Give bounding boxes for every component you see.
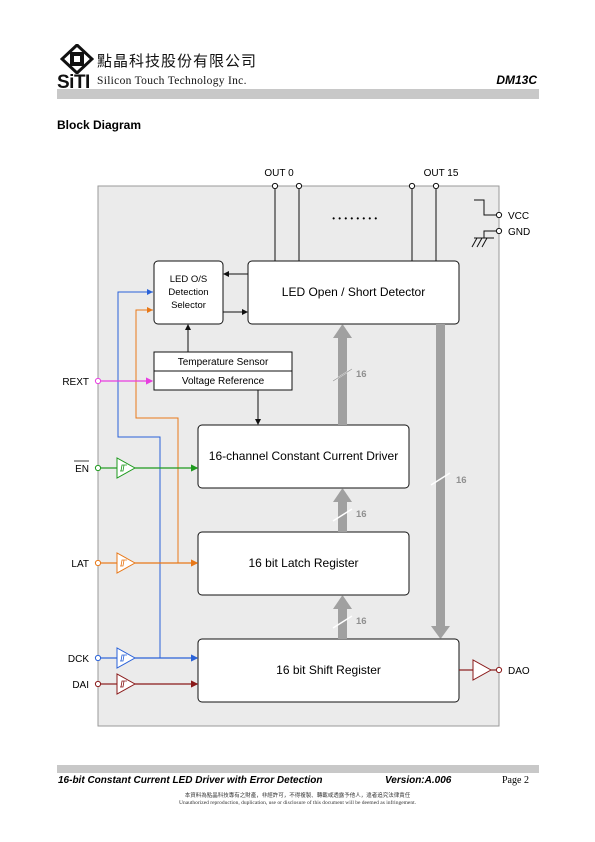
section-title: Block Diagram — [57, 118, 142, 132]
pin-out15-a — [408, 182, 416, 190]
footer-notice-en: Unauthorized reproduction, duplication, … — [178, 800, 417, 806]
pin-dck — [94, 654, 102, 662]
pin-out0-label: OUT 0 — [264, 168, 294, 179]
los-selector-line3: Selector — [171, 300, 206, 311]
pin-rext — [94, 377, 102, 385]
schmitt-trigger-icon — [120, 464, 127, 472]
pin-out0-a — [271, 182, 279, 190]
dao-buffer-icon — [472, 659, 493, 681]
latch-driver-bus — [338, 500, 347, 532]
pin-out15-label: OUT 15 — [424, 168, 459, 179]
schmitt-trigger-icon — [120, 654, 127, 662]
pin-lat-label: LAT — [71, 559, 89, 570]
bus-label-detector: 16 — [356, 369, 367, 380]
pin-dck-label: DCK — [68, 654, 89, 665]
temp-sensor-label: Temperature Sensor — [178, 357, 269, 368]
pin-gnd-label: GND — [508, 227, 530, 238]
pin-rext-label: REXT — [62, 377, 89, 388]
los-selector-line1: LED O/S — [170, 274, 208, 285]
bus-label-output: 16 — [456, 475, 467, 486]
current-driver-label: 16-channel Constant Current Driver — [209, 449, 398, 463]
current-driver-block — [197, 424, 410, 489]
company-name-en: Silicon Touch Technology Inc. — [97, 75, 247, 87]
pin-gnd — [495, 227, 503, 235]
pin-vcc — [495, 211, 503, 219]
los-detector-block — [247, 260, 460, 325]
driver-detector-bus — [338, 336, 347, 425]
gnd-wire — [483, 230, 499, 238]
footer-version: Version:A.006 — [385, 775, 452, 786]
footer-notice-cn: 本資料為點晶科技專有之財產，非經許可，不得複製、轉載或透露予他人，違者追究法律責… — [184, 793, 411, 799]
schmitt-trigger-icon — [120, 680, 127, 688]
voltage-ref-block — [153, 370, 293, 391]
logo-wordmark: SiTI — [57, 72, 90, 93]
bus-label-shift: 16 — [356, 616, 367, 627]
detector-shift-bus — [436, 324, 445, 627]
bus-label-latch: 16 — [356, 509, 367, 520]
lat-buffer-icon — [116, 552, 137, 574]
los-detector-label: LED Open / Short Detector — [282, 285, 425, 299]
pin-dao — [495, 666, 503, 674]
pin-lat — [94, 559, 102, 567]
header-bar — [57, 89, 539, 99]
output-ellipsis: • • • • • • • • — [332, 214, 377, 223]
voltage-ref-label: Voltage Reference — [182, 376, 265, 387]
shift-latch-bus — [338, 607, 347, 639]
pin-out15-b — [432, 182, 440, 190]
pin-dai — [94, 680, 102, 688]
footer-page-number: Page 2 — [502, 775, 529, 786]
pin-out0-b — [295, 182, 303, 190]
pin-dai-label: DAI — [72, 680, 89, 691]
shift-register-label: 16 bit Shift Register — [276, 663, 381, 677]
footer-bar — [57, 765, 539, 773]
part-number: DM13C — [496, 73, 537, 87]
footer-title: 16-bit Constant Current LED Driver with … — [58, 775, 323, 786]
dai-buffer-icon — [116, 673, 137, 695]
pin-dao-label: DAO — [508, 666, 530, 677]
dck-buffer-icon — [116, 647, 137, 669]
en-buffer-icon — [116, 457, 137, 479]
siti-logo-icon — [60, 44, 94, 74]
latch-label: 16 bit Latch Register — [248, 556, 358, 570]
company-name-cn: 點晶科技股份有限公司 — [97, 52, 258, 70]
pin-en — [94, 464, 102, 472]
vcc-wire — [474, 199, 499, 216]
los-selector-line2: Detection — [168, 287, 208, 298]
pin-vcc-label: VCC — [508, 211, 529, 222]
schmitt-trigger-icon — [120, 559, 127, 567]
pin-en-label: EN — [75, 464, 89, 475]
